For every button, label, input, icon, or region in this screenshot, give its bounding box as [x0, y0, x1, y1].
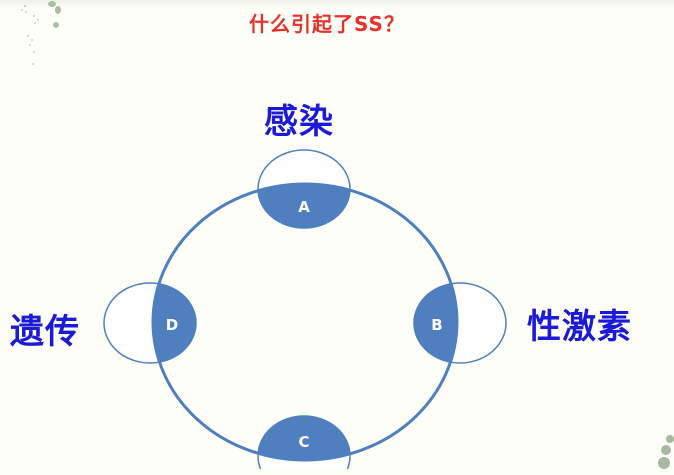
node-c-fill	[258, 416, 350, 460]
floral-decoration-icon	[21, 1, 61, 65]
node-a-fill	[258, 184, 350, 228]
factor-label-sex-hormone: 性激素	[527, 307, 632, 347]
main-ring	[151, 182, 459, 462]
top-band	[0, 0, 674, 8]
floral-decoration-icon	[658, 435, 674, 469]
node-a-label: A	[298, 198, 310, 216]
node-c-label: C	[298, 433, 309, 451]
node-b-fill	[414, 283, 457, 363]
node-b-label: B	[431, 316, 442, 334]
factor-label-infection: 感染	[264, 102, 334, 142]
node-d-label: D	[166, 316, 178, 334]
slide-title: 什么引起了SS？	[249, 12, 405, 36]
node-d-fill	[153, 283, 196, 363]
factor-label-genetics: 遗传	[10, 312, 80, 352]
